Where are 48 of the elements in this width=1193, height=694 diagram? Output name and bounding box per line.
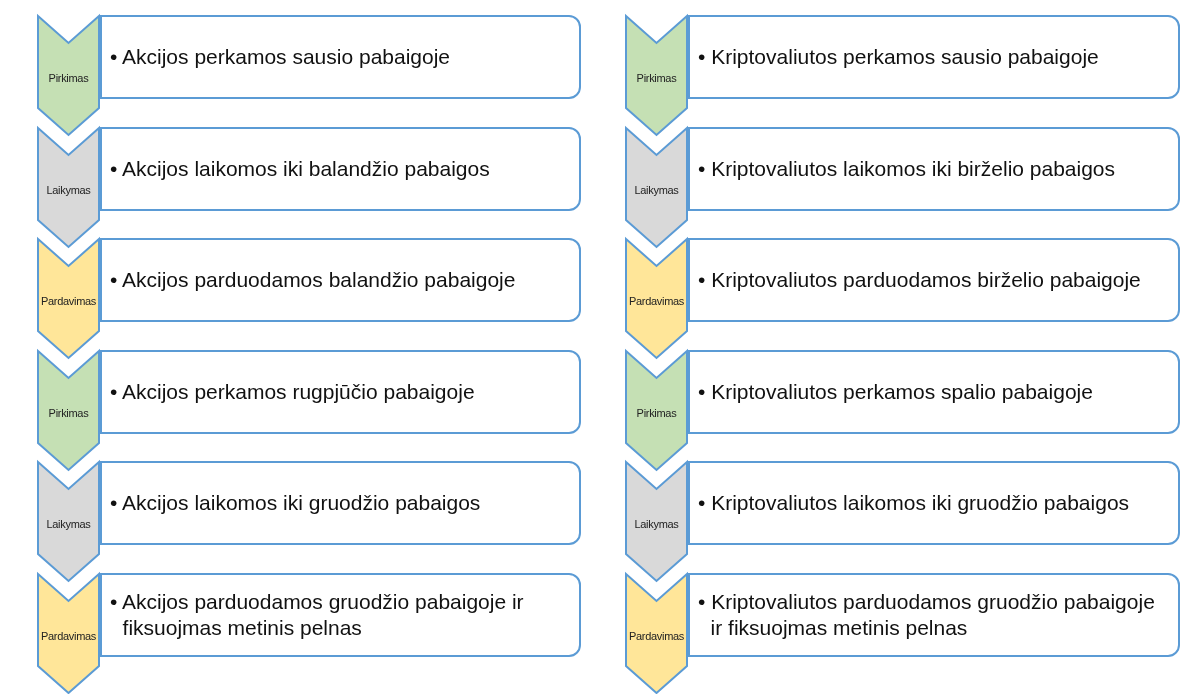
bullet-text: • Kriptovaliutos perkamos sausio pabaigoje bbox=[698, 44, 1099, 70]
content-box bbox=[688, 238, 1180, 322]
content-box bbox=[100, 126, 581, 211]
content-box bbox=[688, 572, 1180, 657]
step-label: Pirkimas bbox=[636, 72, 677, 84]
content-box bbox=[100, 461, 581, 545]
chevron-shape bbox=[37, 15, 100, 136]
step-label: Pardavimas bbox=[628, 629, 685, 642]
chevron-shape bbox=[625, 572, 688, 694]
step-label: Pardavimas bbox=[40, 295, 97, 307]
chevron-shape bbox=[37, 349, 100, 471]
bullet-text: • Kriptovaliutos parduodamos gruodžio pabaigoje ir fiksuojmas metinis pelnas bbox=[698, 589, 1156, 640]
bullet-text: • Kriptovaliutos laikomos iki birželio pabaigos bbox=[698, 155, 1116, 182]
chevron-shape bbox=[37, 572, 100, 694]
content-box bbox=[100, 15, 581, 99]
content-box bbox=[688, 349, 1180, 434]
content-box bbox=[100, 572, 581, 657]
step-label: Laikymas bbox=[634, 518, 679, 530]
chevron-shape bbox=[625, 461, 688, 582]
bullet-text: • Akcijos perkamos sausio pabaigoje bbox=[110, 44, 451, 70]
bullet-text: • Akcijos laikomos iki gruodžio pabaigos bbox=[110, 490, 481, 516]
chevron-shape bbox=[625, 126, 688, 248]
content-box bbox=[688, 126, 1180, 211]
step-label: Pirkimas bbox=[48, 406, 89, 419]
chevron-shape bbox=[37, 126, 100, 248]
chevron-shape bbox=[625, 349, 688, 471]
content-box bbox=[100, 238, 581, 322]
step-label: Laikymas bbox=[46, 183, 91, 196]
step-label: Pirkimas bbox=[636, 406, 677, 419]
chevron-shape bbox=[625, 238, 688, 359]
step-label: Pardavimas bbox=[40, 629, 97, 642]
bullet-text: • Akcijos laikomos iki balandžio pabaigos bbox=[110, 155, 490, 182]
bullet-text: • Akcijos parduodamos balandžio pabaigoje bbox=[110, 267, 516, 293]
content-box bbox=[688, 461, 1180, 545]
bullet-text: • Akcijos parduodamos gruodžio pabaigoje ir fiksuojmas metinis pelnas bbox=[110, 589, 525, 640]
content-box bbox=[100, 349, 581, 434]
chevron-shape bbox=[625, 15, 688, 136]
chevron-shape bbox=[37, 461, 100, 582]
step-label: Laikymas bbox=[634, 183, 679, 196]
step-label: Pirkimas bbox=[48, 72, 89, 84]
content-box bbox=[688, 15, 1180, 99]
step-label: Laikymas bbox=[46, 518, 91, 530]
bullet-text: • Kriptovaliutos laikomos iki gruodžio pabaigos bbox=[698, 490, 1130, 516]
chevron-shape bbox=[37, 238, 100, 359]
bullet-text: • Kriptovaliutos parduodamos birželio pabaigoje bbox=[698, 267, 1141, 293]
step-label: Pardavimas bbox=[628, 295, 685, 307]
bullet-text: • Kriptovaliutos perkamos spalio pabaigoje bbox=[698, 378, 1093, 405]
bullet-text: • Akcijos perkamos rugpjūčio pabaigoje bbox=[110, 378, 475, 405]
